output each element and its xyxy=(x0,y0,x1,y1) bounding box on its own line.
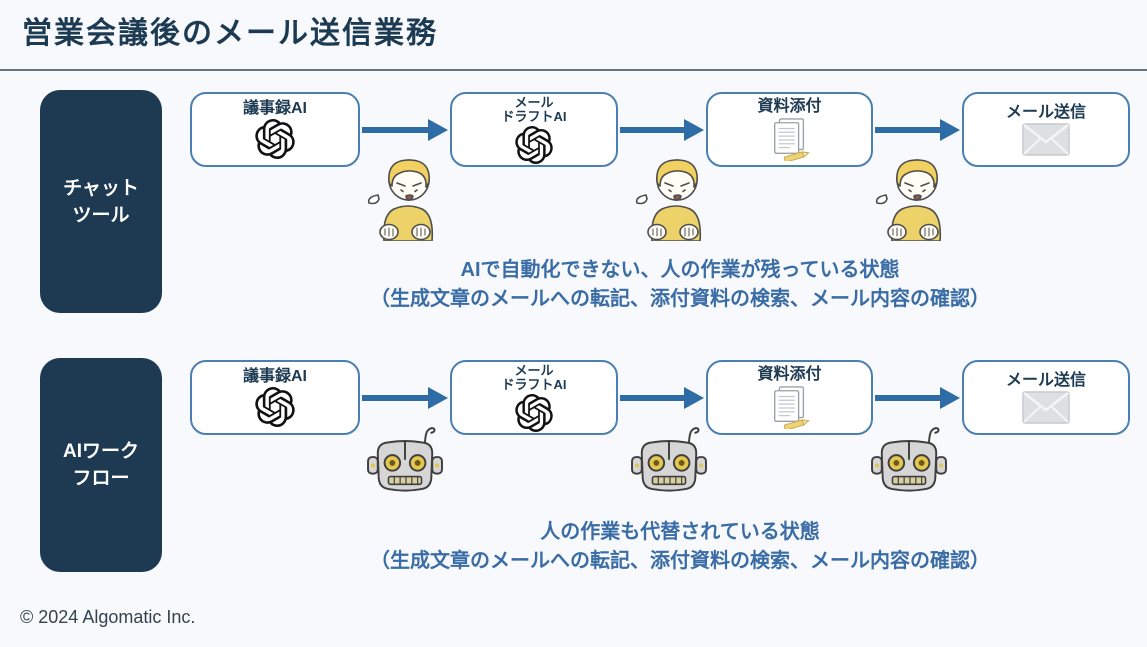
flow-arrow xyxy=(875,387,960,409)
openai-logo-icon xyxy=(515,393,553,432)
openai-logo-icon xyxy=(255,387,295,427)
title-divider xyxy=(0,69,1147,71)
step-label: ドラフトAI xyxy=(501,376,567,392)
flow-arrow xyxy=(875,119,960,141)
robot-illustration xyxy=(367,427,443,492)
step-label: 資料添付 xyxy=(757,366,822,383)
envelope-icon xyxy=(1022,390,1070,424)
flow-arrow xyxy=(362,387,448,409)
step-box-minutes-ai: 議事録AI xyxy=(190,92,360,167)
step-label: 議事録AI xyxy=(242,368,307,385)
lane-label-ai-workflow: AIワーク フロー xyxy=(40,358,162,572)
openai-logo-icon xyxy=(255,119,295,159)
step-box-send-mail: メール送信 xyxy=(962,92,1130,167)
lane-label-line: フロー xyxy=(72,468,130,489)
document-icon xyxy=(768,385,812,429)
step-label: メール xyxy=(514,94,554,110)
step-box-minutes-ai: 議事録AI xyxy=(190,360,360,435)
copyright: © 2024 Algomatic Inc. xyxy=(20,607,196,627)
openai-logo-icon xyxy=(515,125,553,164)
caption-line: （生成文章のメールへの転記、添付資料の検索、メール内容の確認） xyxy=(370,550,990,572)
step-label: メール送信 xyxy=(1005,371,1086,389)
robot-illustration xyxy=(631,427,707,492)
step-label: 議事録AI xyxy=(242,100,307,117)
crying-person-illustration xyxy=(635,159,702,241)
document-icon xyxy=(768,117,812,161)
envelope-icon xyxy=(1022,122,1070,156)
lane-label-chat-tool: チャット ツール xyxy=(40,90,162,313)
step-box-mail-draft-ai: メール ドラフトAI xyxy=(450,92,618,167)
flow-arrow xyxy=(620,387,704,409)
step-box-attach-documents: 資料添付 xyxy=(706,360,873,435)
step-box-mail-draft-ai: メール ドラフトAI xyxy=(450,360,618,435)
lane-label-line: ツール xyxy=(72,204,130,226)
step-box-send-mail: メール送信 xyxy=(962,360,1130,435)
lane-label-line: AIワーク xyxy=(62,441,139,462)
crying-person-illustration xyxy=(367,159,434,241)
page-title: 営業会議後のメール送信業務 xyxy=(22,17,438,50)
flow-arrow xyxy=(362,119,448,141)
step-box-attach-documents: 資料添付 xyxy=(706,92,873,167)
step-label: 資料添付 xyxy=(757,98,822,115)
lane-chat-tool: チャット ツール 議事録AI メール ドラフトAI 資料添付 xyxy=(0,90,1147,315)
crying-person-illustration xyxy=(875,159,942,241)
lane-label-line: チャット xyxy=(63,177,139,199)
caption-line: 人の作業も代替されている状態 xyxy=(540,521,820,543)
caption-line: （生成文章のメールへの転記、添付資料の検索、メール内容の確認） xyxy=(370,288,990,310)
step-label: ドラフトAI xyxy=(501,108,567,124)
flow-arrow xyxy=(620,119,704,141)
caption-line: AIで自動化できない、人の作業が残っている状態 xyxy=(460,259,900,281)
lane-caption: AIで自動化できない、人の作業が残っている状態 （生成文章のメールへの転記、添付… xyxy=(230,256,1130,314)
lane-caption: 人の作業も代替されている状態 （生成文章のメールへの転記、添付資料の検索、メール… xyxy=(230,518,1130,576)
robot-illustration xyxy=(871,427,947,492)
step-label: メール xyxy=(514,362,554,378)
lane-ai-workflow: AIワーク フロー 議事録AI メール ドラフトAI 資料添付 xyxy=(0,358,1147,574)
step-label: メール送信 xyxy=(1005,103,1086,121)
